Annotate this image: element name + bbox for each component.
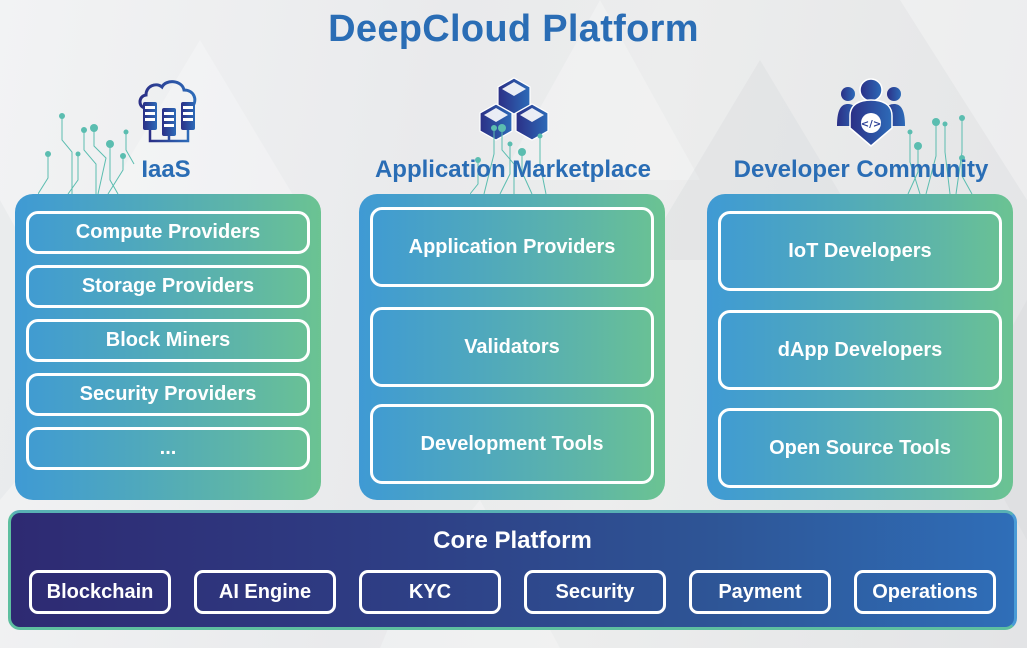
core-component-ai-engine[interactable]: AI Engine [194,570,336,614]
marketplace-item-validators[interactable]: Validators [370,307,654,387]
iaas-item-more[interactable]: ... [26,427,310,470]
core-platform-panel: Core Platform Blockchain AI Engine KYC S… [8,510,1017,630]
iaas-item-storage-providers[interactable]: Storage Providers [26,265,310,308]
core-component-security[interactable]: Security [524,570,666,614]
iaas-item-block-miners[interactable]: Block Miners [26,319,310,362]
core-platform-title: Core Platform [433,527,592,554]
column-heading-developer-community: Developer Community [733,156,989,183]
core-component-blockchain[interactable]: Blockchain [29,570,171,614]
community-item-open-source-tools[interactable]: Open Source Tools [718,408,1002,488]
marketplace-panel: Application Providers Validators Develop… [359,194,665,500]
core-component-payment[interactable]: Payment [689,570,831,614]
circuit-decoration-right [907,115,973,195]
developer-group-icon: </> [837,78,905,147]
core-component-operations[interactable]: Operations [854,570,996,614]
column-heading-iaas: IaaS [141,156,191,183]
community-item-dapp-developers[interactable]: dApp Developers [718,310,1002,390]
iaas-item-security-providers[interactable]: Security Providers [26,373,310,416]
circuit-decoration-left [38,113,135,195]
svg-text:</>: </> [861,119,881,130]
iaas-item-compute-providers[interactable]: Compute Providers [26,211,310,254]
core-component-kyc[interactable]: KYC [359,570,501,614]
community-item-iot-developers[interactable]: IoT Developers [718,211,1002,291]
marketplace-item-application-providers[interactable]: Application Providers [370,207,654,287]
iaas-panel: Compute Providers Storage Providers Bloc… [15,194,321,500]
column-heading-application-marketplace: Application Marketplace [374,156,652,183]
cloud-servers-icon [138,80,197,143]
circuit-decoration-middle [470,124,547,195]
developer-community-panel: IoT Developers dApp Developers Open Sour… [707,194,1013,500]
page-title: DeepCloud Platform [328,8,699,50]
marketplace-item-development-tools[interactable]: Development Tools [370,404,654,484]
